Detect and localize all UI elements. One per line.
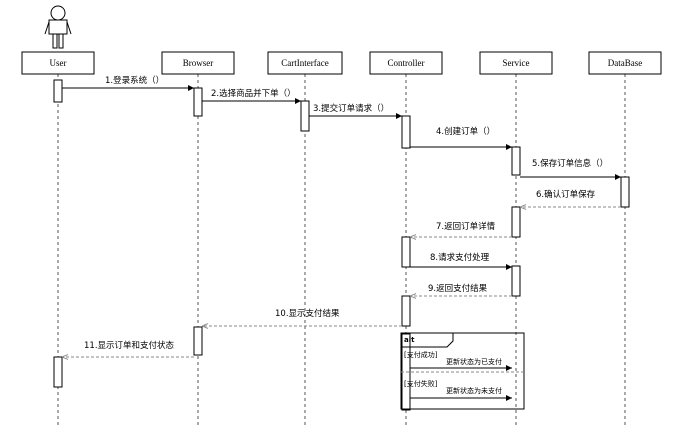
message-5: 5.保存订单信息（） xyxy=(520,158,621,180)
message-11-label: 11.显示订单和支付状态 xyxy=(84,340,175,351)
message-6: 6.确认订单保存 xyxy=(520,189,621,207)
alt-guard-success: [支付成功] xyxy=(404,350,438,359)
message-10: 10.显示支付结果 xyxy=(202,308,402,326)
message-7-label: 7.返回订单详情 xyxy=(436,221,496,232)
actor-figure-icon xyxy=(44,5,72,49)
message-6-label: 6.确认订单保存 xyxy=(536,189,596,200)
message-3-label: 3.提交订单请求（） xyxy=(313,103,389,114)
participant-database: DataBase xyxy=(588,51,662,75)
activation-user-1 xyxy=(53,79,63,103)
message-2: 2.选择商品并下单（） xyxy=(202,88,301,104)
message-8-label: 8.请求支付处理 xyxy=(430,252,490,263)
message-1-label: 1.登录系统（） xyxy=(105,75,164,86)
participant-cartinterface-label: CartInterface xyxy=(281,58,328,68)
activation-controller-1 xyxy=(401,115,411,149)
activation-service-1 xyxy=(511,146,521,176)
message-4: 4.创建订单（） xyxy=(410,126,512,150)
activation-user-2 xyxy=(53,356,63,388)
alt-guard-failure: [支付失败] xyxy=(404,379,438,388)
participant-controller-label: Controller xyxy=(388,58,425,68)
activation-controller-3 xyxy=(401,295,411,327)
message-10-label: 10.显示支付结果 xyxy=(275,308,340,319)
message-2-label: 2.选择商品并下单（） xyxy=(211,88,296,99)
participant-browser: Browser xyxy=(161,51,235,75)
alt-fragment-label: alt xyxy=(404,336,415,344)
participant-controller: Controller xyxy=(369,51,443,75)
participant-user-label: User xyxy=(50,58,67,68)
message-1: 1.登录系统（） xyxy=(62,75,194,91)
message-4-label: 4.创建订单（） xyxy=(436,126,495,137)
participant-user: User xyxy=(21,51,95,75)
message-3: 3.提交订单请求（） xyxy=(309,103,402,119)
alt-message-success-label: 更新状态为已支付 xyxy=(446,357,502,366)
activation-cartinterface-1 xyxy=(300,100,310,132)
participant-service: Service xyxy=(479,51,553,75)
message-7: 7.返回订单详情 xyxy=(410,221,512,237)
alt-fragment: alt [支付成功] 更新状态为已支付 [支付失败] 更新状态为未支付 xyxy=(400,332,525,410)
participant-browser-label: Browser xyxy=(183,58,214,68)
alt-message-failure-label: 更新状态为未支付 xyxy=(446,386,502,395)
message-5-label: 5.保存订单信息（） xyxy=(532,158,608,169)
message-8: 8.请求支付处理 xyxy=(410,252,512,270)
message-11: 11.显示订单和支付状态 xyxy=(62,340,194,357)
activation-browser-2 xyxy=(193,326,203,356)
participant-database-label: DataBase xyxy=(608,58,642,68)
activation-controller-2 xyxy=(401,236,411,268)
activation-browser-1 xyxy=(193,87,203,117)
message-9: 9.返回支付结果 xyxy=(410,283,512,296)
activation-service-2 xyxy=(511,206,521,238)
participant-cartinterface: CartInterface xyxy=(267,51,343,75)
participant-service-label: Service xyxy=(503,58,530,68)
activation-service-3 xyxy=(511,265,521,297)
activation-database-1 xyxy=(620,176,630,208)
message-9-label: 9.返回支付结果 xyxy=(428,283,488,294)
